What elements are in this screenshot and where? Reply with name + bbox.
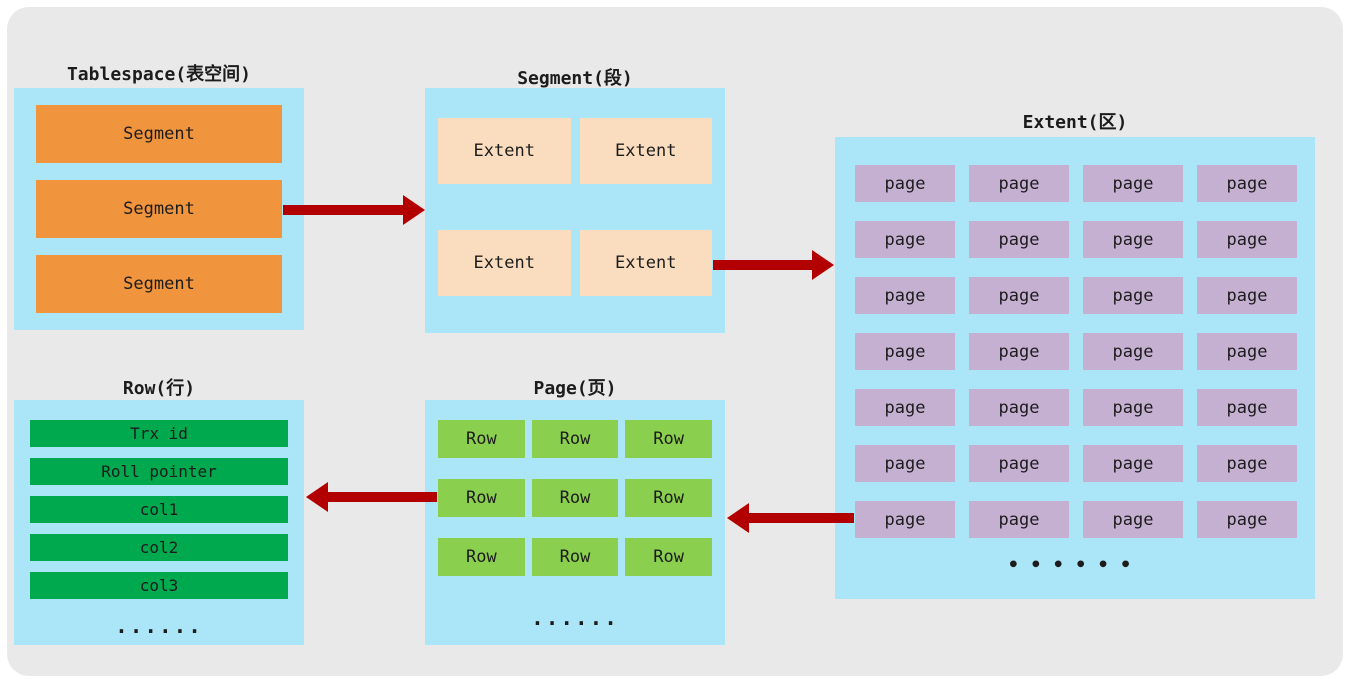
page-box: page bbox=[855, 165, 955, 202]
extent-box: Extent bbox=[579, 230, 712, 296]
page-box: page bbox=[1083, 501, 1183, 538]
field-col3: col3 bbox=[30, 572, 288, 599]
page-box: page bbox=[855, 389, 955, 426]
segment-box: Segment bbox=[36, 180, 282, 238]
arrow-head-icon bbox=[727, 503, 749, 533]
field-trx-id: Trx id bbox=[30, 420, 288, 447]
page-box: page bbox=[855, 277, 955, 314]
arrow-tablespace-to-segment bbox=[283, 195, 425, 225]
arrow-head-icon bbox=[812, 250, 834, 280]
page-box: page bbox=[855, 501, 955, 538]
page-box: page bbox=[969, 389, 1069, 426]
field-col1: col1 bbox=[30, 496, 288, 523]
row-box: Row bbox=[625, 538, 712, 576]
tablespace-title: Tablespace(表空间) bbox=[66, 64, 252, 85]
row-box: Row bbox=[438, 538, 525, 576]
arrow-segment-to-extent bbox=[713, 250, 834, 280]
page-box: page bbox=[969, 277, 1069, 314]
row-ellipsis: ...... bbox=[115, 614, 203, 638]
segment-container: Extent Extent Extent Extent bbox=[425, 88, 725, 333]
page-box: page bbox=[1083, 221, 1183, 258]
arrow-page-to-row bbox=[306, 482, 437, 512]
extent-box: Extent bbox=[438, 118, 571, 184]
row-box: Row bbox=[438, 479, 525, 517]
arrow-shaft bbox=[747, 513, 854, 523]
row-box: Row bbox=[625, 420, 712, 458]
page-box: page bbox=[1197, 501, 1297, 538]
row-title: Row(行) bbox=[122, 378, 196, 399]
page-box: page bbox=[1197, 165, 1297, 202]
segment-box: Segment bbox=[36, 105, 282, 163]
page-container: Row Row Row Row Row Row Row Row Row ....… bbox=[425, 400, 725, 645]
page-box: page bbox=[1083, 277, 1183, 314]
page-box: page bbox=[1083, 445, 1183, 482]
page-ellipsis: ...... bbox=[531, 606, 619, 630]
extent-box: Extent bbox=[438, 230, 571, 296]
row-box: Row bbox=[531, 479, 619, 517]
page-box: page bbox=[1197, 445, 1297, 482]
extent-box: Extent bbox=[579, 118, 712, 184]
field-col2: col2 bbox=[30, 534, 288, 561]
row-box: Row bbox=[531, 420, 619, 458]
page-grid: page page page page page page page page … bbox=[835, 137, 1315, 538]
extent-ellipsis: •••••• bbox=[1007, 554, 1143, 576]
page-box: page bbox=[1197, 277, 1297, 314]
page-box: page bbox=[969, 333, 1069, 370]
page-box: page bbox=[1083, 389, 1183, 426]
page-box: page bbox=[1197, 333, 1297, 370]
extent-title: Extent(区) bbox=[1022, 112, 1128, 133]
segment-box: Segment bbox=[36, 255, 282, 313]
field-roll-pointer: Roll pointer bbox=[30, 458, 288, 485]
page-box: page bbox=[1083, 333, 1183, 370]
row-container: Trx id Roll pointer col1 col2 col3 .....… bbox=[14, 400, 304, 645]
page-box: page bbox=[855, 221, 955, 258]
page-title: Page(页) bbox=[533, 378, 617, 399]
arrow-shaft bbox=[713, 260, 814, 270]
page-box: page bbox=[969, 221, 1069, 258]
arrow-shaft bbox=[283, 205, 405, 215]
arrow-extent-to-page bbox=[727, 503, 854, 533]
page-box: page bbox=[1197, 221, 1297, 258]
row-box: Row bbox=[625, 479, 712, 517]
page-box: page bbox=[969, 165, 1069, 202]
page-box: page bbox=[969, 501, 1069, 538]
page-box: page bbox=[1197, 389, 1297, 426]
page-box: page bbox=[1083, 165, 1183, 202]
arrow-head-icon bbox=[306, 482, 328, 512]
extent-container: page page page page page page page page … bbox=[835, 137, 1315, 599]
row-grid: Row Row Row Row Row Row Row Row Row bbox=[425, 400, 725, 576]
arrow-shaft bbox=[326, 492, 437, 502]
row-box: Row bbox=[531, 538, 619, 576]
segment-title: Segment(段) bbox=[517, 68, 633, 89]
arrow-head-icon bbox=[403, 195, 425, 225]
tablespace-container: Segment Segment Segment bbox=[14, 88, 304, 330]
row-box: Row bbox=[438, 420, 525, 458]
page-box: page bbox=[855, 333, 955, 370]
page-box: page bbox=[855, 445, 955, 482]
page-box: page bbox=[969, 445, 1069, 482]
